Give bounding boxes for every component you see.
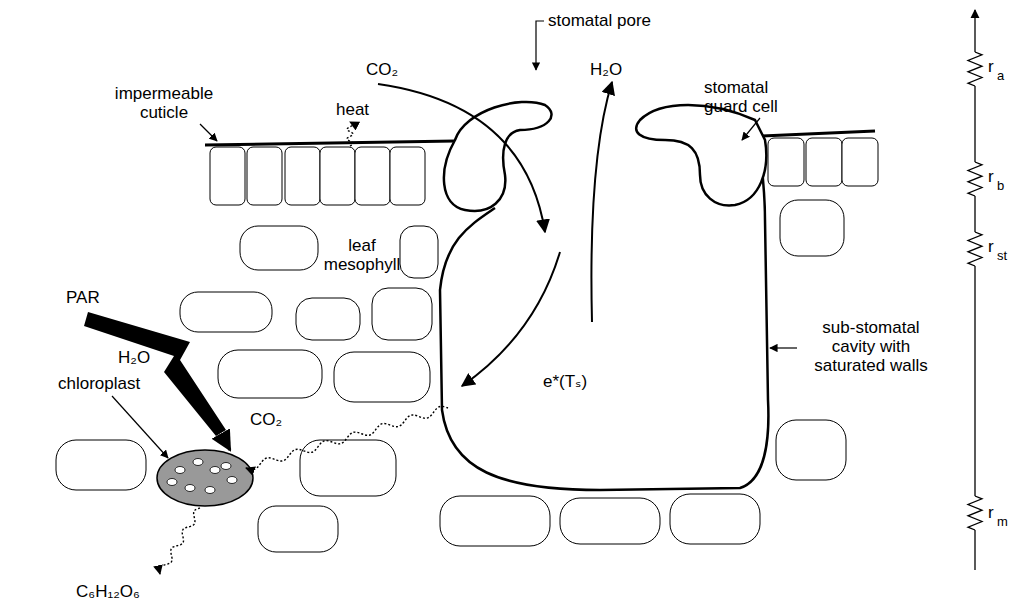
plant-cell	[560, 498, 660, 544]
co2-arrow	[462, 252, 560, 386]
par-arrow	[221, 434, 230, 450]
plant-cell	[400, 226, 438, 278]
plant-cell	[320, 147, 355, 205]
gas-label: H₂O	[590, 60, 622, 79]
gas-label: H₂O	[118, 348, 150, 367]
pore-label: stomatal pore	[548, 11, 651, 30]
wavy-flow-line	[159, 508, 200, 574]
plant-cell	[372, 288, 432, 340]
wavy-flow-line	[246, 406, 448, 469]
co2-arrow	[378, 84, 545, 232]
granum	[175, 467, 185, 474]
plant-cell	[300, 440, 396, 496]
resistor-symbol	[968, 496, 982, 530]
cuticle	[205, 141, 455, 145]
granum	[205, 487, 215, 494]
resistor-symbol	[968, 162, 982, 196]
resistance-wire	[974, 10, 975, 52]
granum	[227, 477, 237, 484]
plant-cell	[296, 298, 360, 340]
plant-cell	[334, 352, 430, 402]
gas-label: CO₂	[250, 410, 282, 429]
chloroplast-label: chloroplast	[58, 374, 140, 393]
wavy-flow-line	[347, 122, 353, 146]
resistance-label: r	[988, 237, 994, 256]
heat-label: heat	[336, 100, 369, 119]
par-label: PAR	[66, 288, 100, 307]
vapour-label: e*(Tₛ)	[543, 372, 587, 391]
plant-cell	[218, 350, 322, 398]
resistance-label: r	[988, 57, 994, 76]
plant-cell	[842, 138, 878, 186]
cavity-label: sub-stomatal cavity with saturated walls	[800, 318, 942, 375]
granum	[167, 479, 177, 486]
cuticle-label: impermeable cuticle	[112, 84, 216, 122]
granum	[221, 463, 231, 470]
resistance-label: r	[988, 503, 994, 522]
plant-cell	[776, 420, 846, 480]
resistor-symbol	[968, 52, 982, 86]
leader-line	[200, 124, 217, 141]
leader-line	[536, 21, 544, 70]
resistor-symbol	[968, 232, 982, 266]
plant-cell	[258, 506, 338, 552]
plant-cell	[56, 440, 146, 490]
glucose-label: C₆H₁₂O₆	[76, 582, 140, 601]
plant-cell	[247, 147, 282, 205]
cuticle	[760, 131, 875, 136]
resistance-subscript: a	[997, 69, 1004, 83]
resistance-subscript: st	[997, 249, 1007, 263]
plant-cell	[440, 496, 550, 546]
plant-cell	[285, 147, 320, 205]
plant-cell	[670, 494, 760, 544]
granum	[185, 485, 195, 492]
plant-cell	[806, 138, 842, 186]
guard-cell-label: stomatal guard cell	[704, 78, 804, 116]
plant-cell	[780, 200, 844, 256]
plant-cell	[390, 147, 425, 205]
plant-cell	[240, 226, 318, 270]
plant-cell	[768, 138, 804, 186]
plant-cell	[355, 147, 390, 205]
granum	[210, 467, 220, 474]
mesophyll-label: leaf mesophyll	[322, 236, 402, 274]
leader-line	[742, 118, 760, 140]
resistance-subscript: b	[997, 179, 1004, 193]
h2o-arrow	[591, 82, 612, 322]
chloroplast	[157, 450, 253, 506]
guard-cell	[636, 105, 766, 205]
resistance-wire	[974, 266, 975, 496]
plant-cell	[180, 292, 272, 332]
resistance-wire	[974, 196, 975, 232]
leader-line	[112, 396, 168, 458]
resistance-subscript: m	[997, 515, 1008, 529]
resistance-wire	[974, 86, 975, 162]
resistance-wire	[974, 530, 975, 570]
gas-label: CO₂	[366, 60, 398, 79]
leader-line	[770, 347, 797, 348]
plant-cell	[210, 147, 245, 205]
resistance-label: r	[988, 167, 994, 186]
granum	[193, 459, 203, 466]
